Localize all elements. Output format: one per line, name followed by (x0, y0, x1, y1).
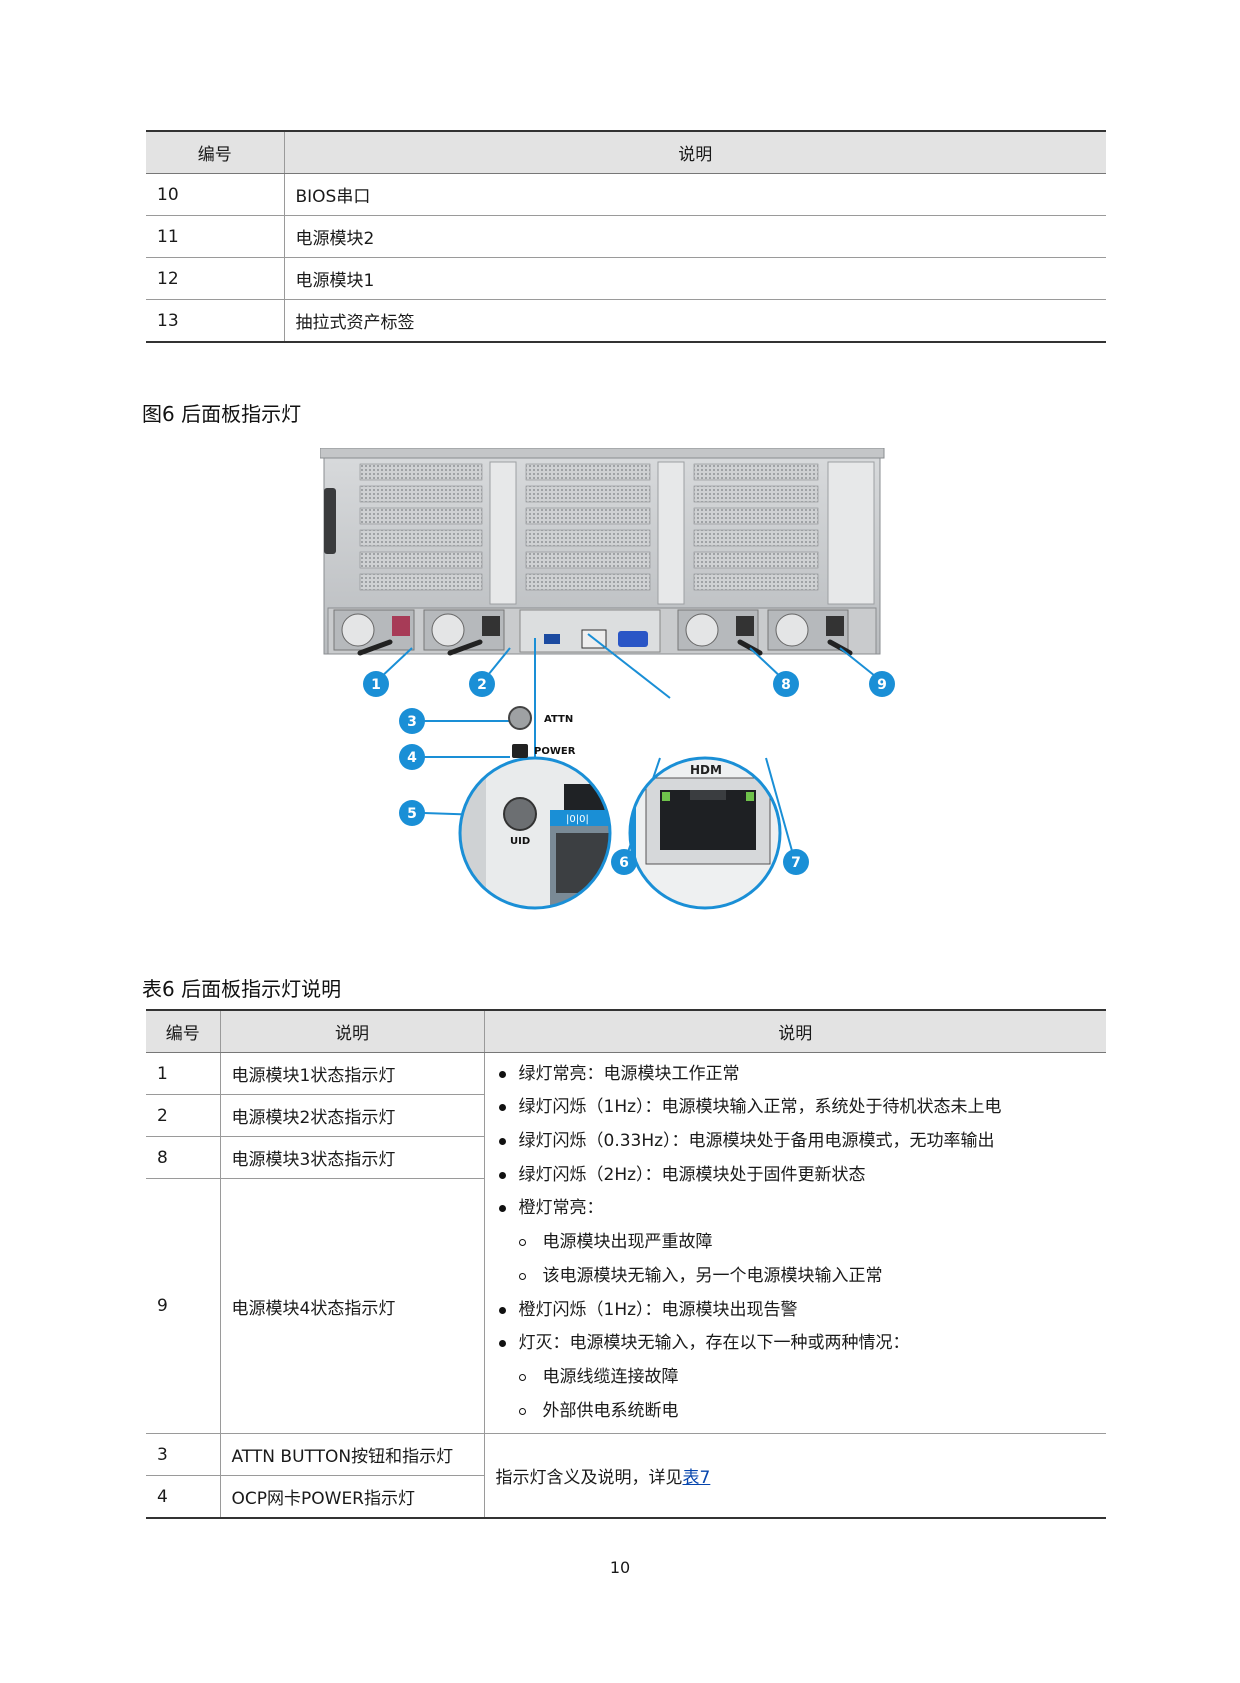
callout-1: 1 (363, 671, 389, 697)
cell-num: 13 (146, 299, 284, 343)
callout-markers: 1 2 3 4 5 6 7 8 (363, 671, 895, 875)
indicator-table: 编号 说明 说明 1 电源模块1状态指示灯 绿灯常亮：电源模块工作正常 绿灯闪烁… (146, 1009, 1106, 1519)
attn-label: ATTN (544, 714, 573, 725)
table-row: 2 电源模块2状态指示灯 (146, 1094, 1106, 1137)
svg-text:4: 4 (407, 750, 417, 766)
svg-text:1: 1 (371, 677, 381, 693)
col-header-num: 编号 (146, 1009, 220, 1053)
callout-4: 4 (399, 744, 425, 770)
callout-3: 3 (399, 708, 425, 734)
col-header-name: 说明 (219, 1009, 484, 1053)
cell-num: 2 (146, 1094, 220, 1137)
cell-num: 11 (146, 215, 284, 258)
table-row: 12 电源模块1 (146, 257, 1106, 300)
table-row: 10 BIOS串口 (146, 173, 1106, 216)
sub-list-item: 该电源模块无输入，另一个电源模块输入正常 (493, 1260, 1107, 1294)
cell-num: 4 (146, 1475, 220, 1519)
sub-list-item: 电源模块出现严重故障 (493, 1226, 1107, 1260)
cell-num: 9 (146, 1178, 220, 1434)
figure-caption: 图6 后面板指示灯 (142, 402, 302, 426)
list-item: 绿灯闪烁（2Hz）：电源模块处于固件更新状态 (493, 1159, 1107, 1193)
psu-description-cell: 绿灯常亮：电源模块工作正常 绿灯闪烁（1Hz）：电源模块输入正常，系统处于待机状… (483, 1052, 1107, 1434)
col-header-num: 编号 (146, 130, 284, 174)
list-item: 灯灭：电源模块无输入，存在以下一种或两种情况： (493, 1327, 1107, 1361)
uid-label: UID (510, 836, 530, 847)
svg-text:3: 3 (407, 714, 417, 730)
table7-link[interactable]: 表7 (682, 1468, 711, 1488)
power-label: POWER (534, 746, 576, 757)
cell-desc: 抽拉式资产标签 (283, 299, 1106, 343)
callout-6: 6 (611, 849, 637, 875)
list-item: 橙灯常亮： (493, 1192, 1107, 1226)
rear-panel-figure: ATTN POWER UID |0|0| HDM 1 2 3 (320, 448, 895, 910)
psu-modules (333, 609, 853, 656)
io-ports (519, 609, 661, 653)
cell-num: 1 (146, 1052, 220, 1095)
cell-desc: 电源模块2 (283, 215, 1106, 258)
svg-text:2: 2 (477, 677, 487, 693)
other-description-text: 指示灯含义及说明，详见 (495, 1468, 683, 1488)
inset-attn-power-uid: ATTN POWER UID |0|0| (458, 706, 612, 910)
callout-5: 5 (399, 800, 425, 826)
cell-desc: BIOS串口 (283, 173, 1106, 216)
list-item: 绿灯闪烁（1Hz）：电源模块输入正常，系统处于待机状态未上电 (493, 1091, 1107, 1125)
cell-num: 8 (146, 1136, 220, 1179)
table-row: 1 电源模块1状态指示灯 绿灯常亮：电源模块工作正常 绿灯闪烁（1Hz）：电源模… (146, 1052, 1106, 1434)
svg-text:8: 8 (781, 677, 791, 693)
cell-name: 电源模块1状态指示灯 (219, 1052, 484, 1095)
svg-text:5: 5 (407, 806, 417, 822)
table-caption: 表6 后面板指示灯说明 (142, 977, 342, 1001)
table-row: 9 电源模块4状态指示灯 (146, 1178, 1106, 1434)
list-item: 绿灯常亮：电源模块工作正常 (493, 1058, 1107, 1092)
psu-description-list: 绿灯常亮：电源模块工作正常 绿灯闪烁（1Hz）：电源模块输入正常，系统处于待机状… (485, 1054, 1107, 1433)
svg-text:6: 6 (619, 855, 629, 871)
sub-list-item: 外部供电系统断电 (493, 1395, 1107, 1429)
cell-name: OCP网卡POWER指示灯 (219, 1475, 484, 1519)
svg-text:9: 9 (877, 677, 887, 693)
cell-num: 12 (146, 257, 284, 300)
col-header-desc: 说明 (483, 1009, 1106, 1053)
table-row: 13 抽拉式资产标签 (146, 299, 1106, 343)
server-chassis (320, 448, 885, 656)
table-row: 3 ATTN BUTTON按钮和指示灯 指示灯含义及说明，详见表7 (146, 1433, 1106, 1519)
callout-2: 2 (469, 671, 495, 697)
callout-9: 9 (869, 671, 895, 697)
list-item: 绿灯闪烁（0.33Hz）：电源模块处于备用电源模式，无功率输出 (493, 1125, 1107, 1159)
hdm-label: HDM (690, 763, 722, 777)
table-row: 4 OCP网卡POWER指示灯 (146, 1475, 1106, 1519)
ocp-symbol-label: |0|0| (566, 814, 589, 825)
page-number: 10 (609, 1558, 631, 1577)
cell-name: 电源模块4状态指示灯 (219, 1178, 484, 1434)
cell-name: 电源模块3状态指示灯 (219, 1136, 484, 1179)
callout-7: 7 (783, 849, 809, 875)
cell-desc: 电源模块1 (283, 257, 1106, 300)
other-description-cell: 指示灯含义及说明，详见表7 (483, 1433, 1106, 1519)
callout-8: 8 (773, 671, 799, 697)
svg-text:7: 7 (791, 855, 801, 871)
table-row: 11 电源模块2 (146, 215, 1106, 258)
cell-num: 10 (146, 173, 284, 216)
col-header-desc: 说明 (283, 130, 1106, 174)
sub-list-item: 电源线缆连接故障 (493, 1361, 1107, 1395)
inset-hdm-port: HDM (628, 756, 782, 910)
cell-name: ATTN BUTTON按钮和指示灯 (219, 1433, 484, 1476)
table-row: 8 电源模块3状态指示灯 (146, 1136, 1106, 1179)
cell-name: 电源模块2状态指示灯 (219, 1094, 484, 1137)
cell-num: 3 (146, 1433, 220, 1476)
list-item: 橙灯闪烁（1Hz）：电源模块出现告警 (493, 1294, 1107, 1328)
component-table: 编号 说明 10 BIOS串口 11 电源模块2 12 电源模块1 13 抽拉式… (146, 130, 1106, 343)
